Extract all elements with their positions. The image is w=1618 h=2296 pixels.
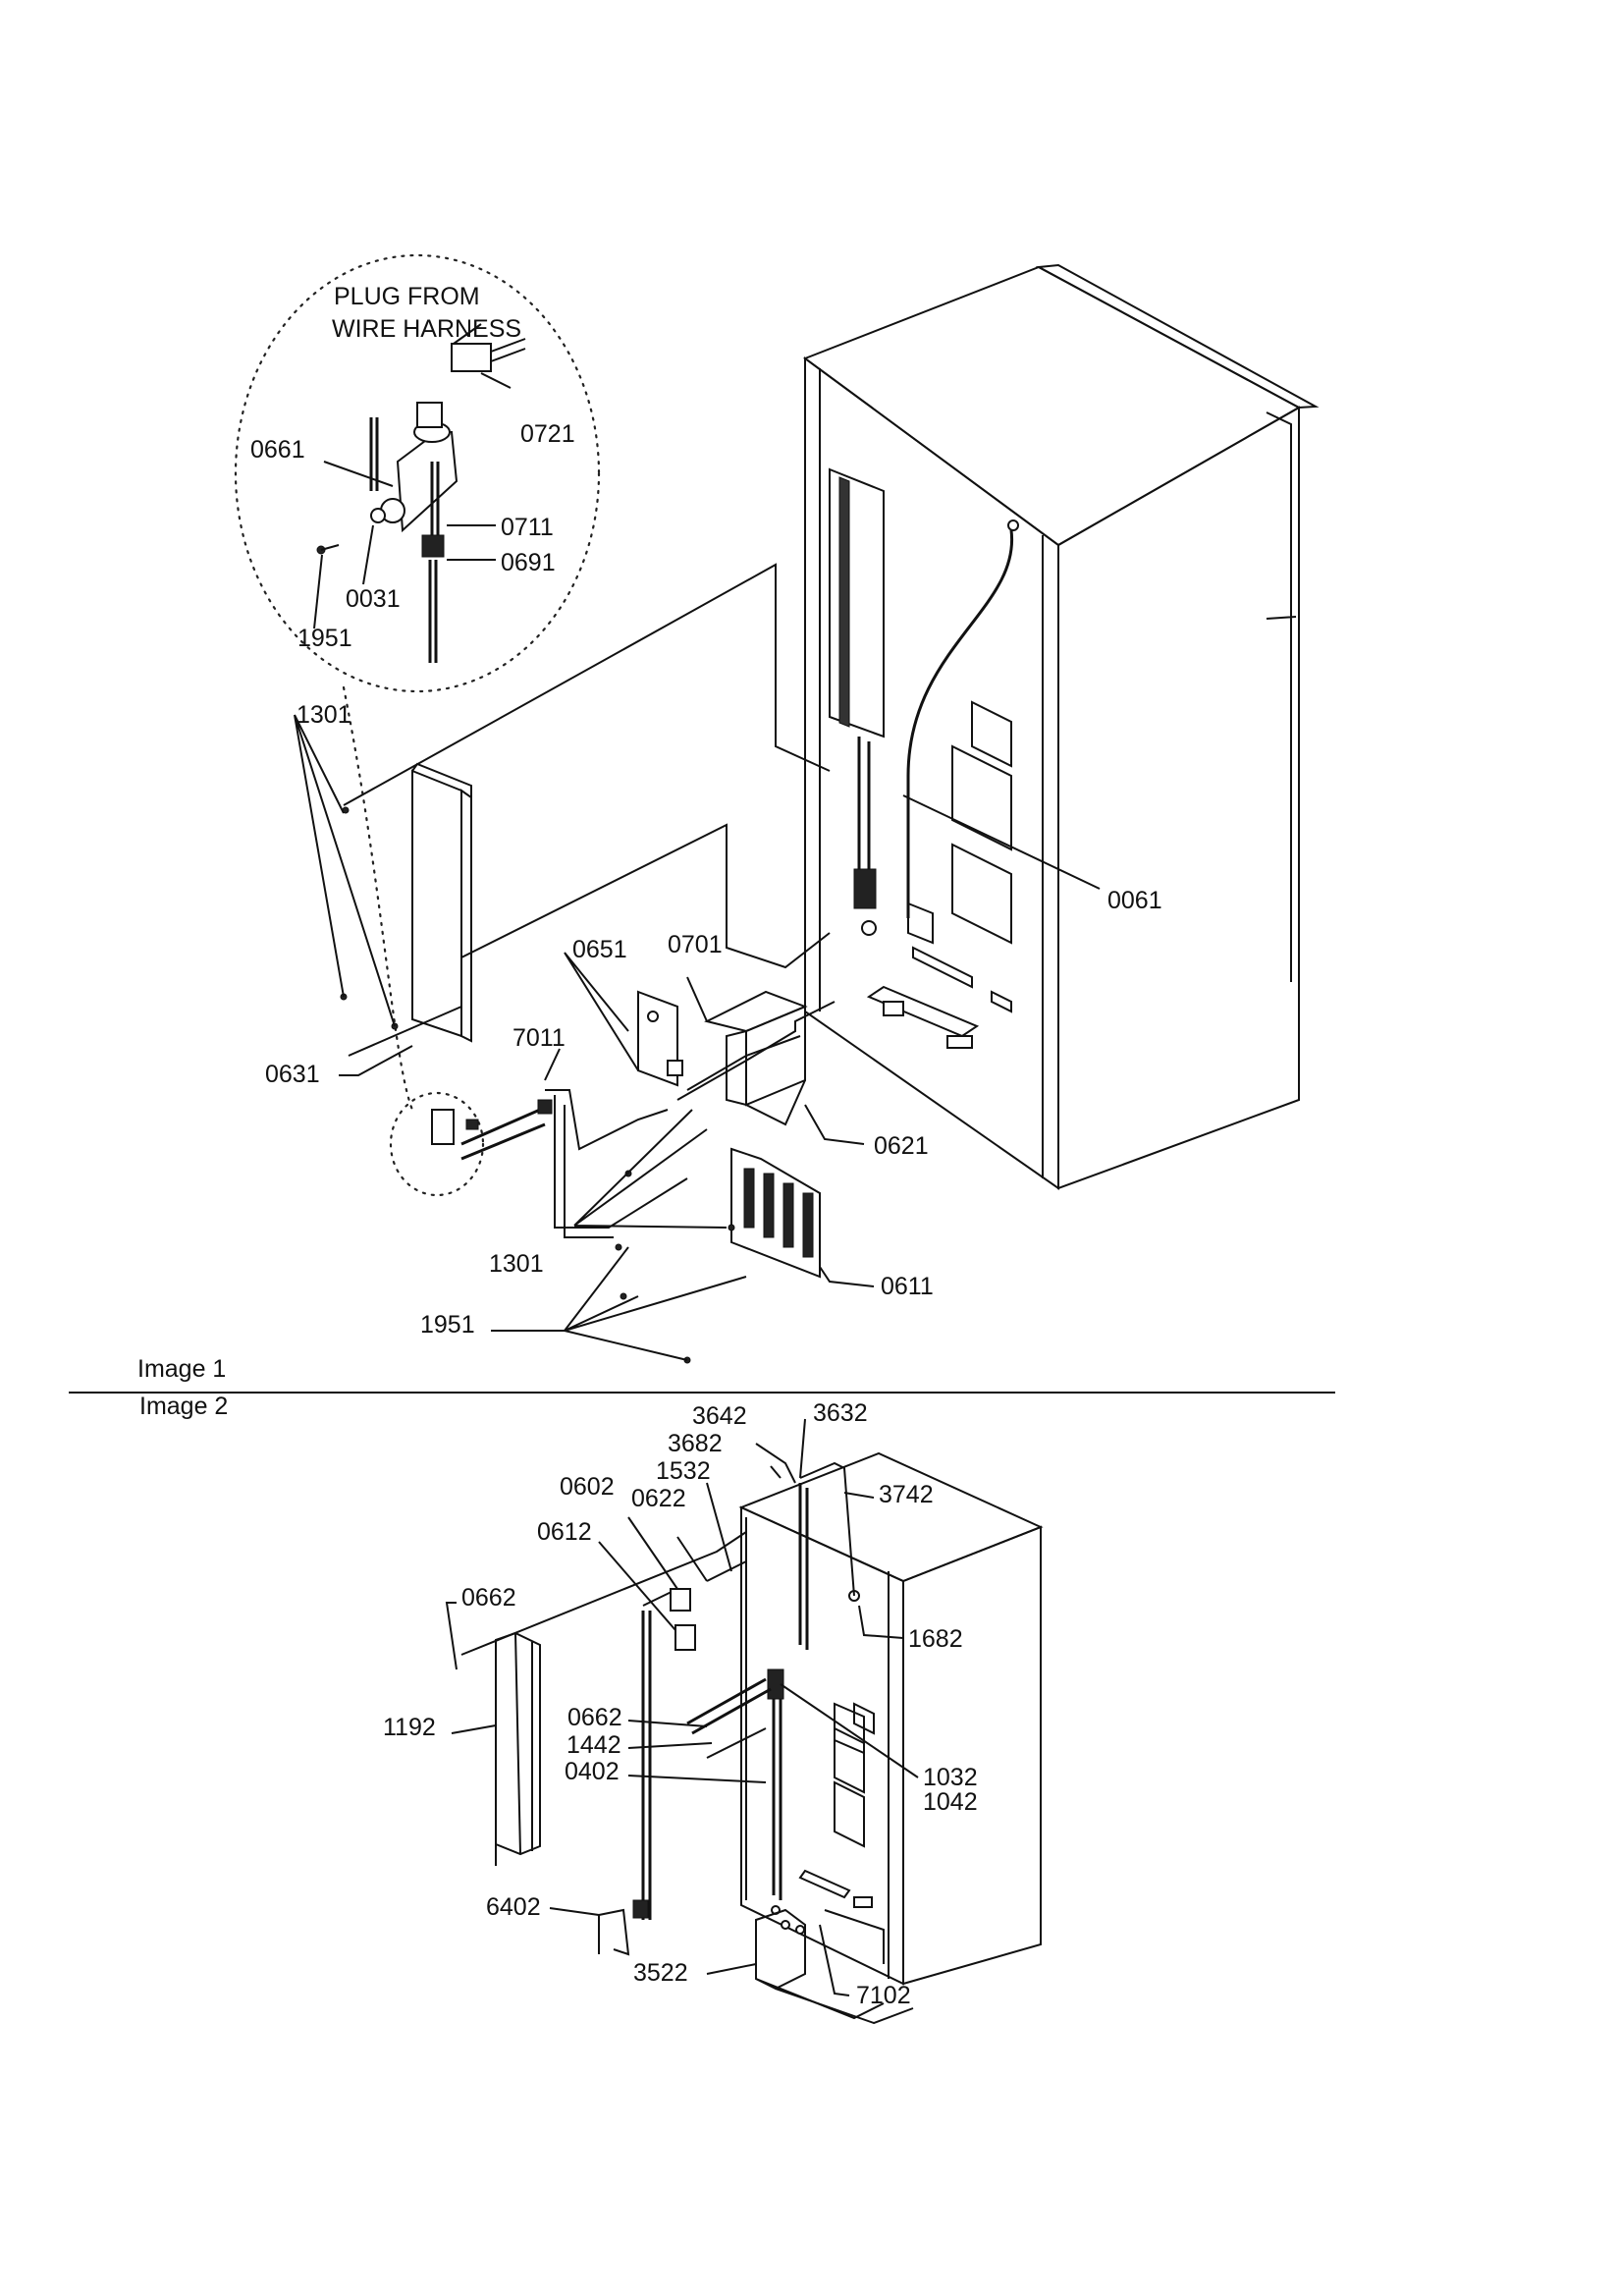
part-label-3642: 3642 — [692, 1402, 747, 1430]
part-label-3522: 3522 — [633, 1959, 688, 1987]
caption-image-2: Image 2 — [139, 1393, 228, 1420]
part-label-1301-top: 1301 — [297, 701, 351, 729]
captions: Image 1 Image 2 — [137, 1355, 228, 1420]
callout-line-2: WIRE HARNESS — [332, 315, 521, 343]
part-label-1301-bottom: 1301 — [489, 1250, 544, 1278]
part-label-0621: 0621 — [874, 1132, 929, 1160]
part-label-1532: 1532 — [656, 1457, 711, 1485]
cover-0621 — [637, 990, 808, 1126]
part-label-0611: 0611 — [881, 1273, 934, 1300]
part-label-7102: 7102 — [856, 1982, 911, 2009]
part-label-0691: 0691 — [501, 549, 556, 576]
part-label-1032: 1032 — [923, 1764, 978, 1791]
part-label-0602: 0602 — [560, 1473, 615, 1501]
part-label-0612: 0612 — [537, 1518, 592, 1546]
part-label-0701: 0701 — [668, 931, 723, 958]
valve-detail — [316, 323, 526, 663]
part-label-1951-bottom: 1951 — [420, 1311, 475, 1339]
part-label-0061: 0061 — [1107, 887, 1162, 914]
part-label-3632: 3632 — [813, 1399, 868, 1427]
water-valve-assembly — [389, 1001, 836, 1238]
part-label-0661: 0661 — [250, 436, 305, 464]
part-label-3682: 3682 — [668, 1430, 723, 1457]
water-line-0402 — [641, 1611, 652, 1920]
image-2-labels: 3642 3632 3682 1532 3742 0602 0622 0612 … — [383, 1399, 978, 2009]
refrigerator-cabinet — [802, 263, 1320, 1190]
panel-0631 — [411, 762, 472, 1043]
part-label-1682: 1682 — [908, 1625, 963, 1653]
part-label-3742: 3742 — [879, 1481, 934, 1508]
cover-3522 — [755, 1908, 914, 2025]
image-2-drawing — [445, 1418, 1044, 2025]
part-label-7011: 7011 — [512, 1024, 566, 1052]
part-label-1042: 1042 — [923, 1788, 978, 1816]
part-label-1442: 1442 — [566, 1731, 621, 1759]
part-label-1951-top: 1951 — [297, 625, 352, 652]
grille-0611 — [730, 1147, 821, 1279]
refrigerator-cabinet-2 — [738, 1451, 1044, 1986]
part-label-6402: 6402 — [486, 1893, 541, 1921]
part-label-0662-b: 0662 — [567, 1704, 622, 1731]
callout-text: PLUG FROM WIRE HARNESS — [332, 283, 521, 343]
part-label-0031: 0031 — [346, 585, 401, 613]
callout-line-1: PLUG FROM — [334, 283, 480, 310]
panel-1192 — [495, 1631, 541, 1866]
part-label-0651: 0651 — [572, 936, 627, 963]
caption-image-1: Image 1 — [137, 1355, 226, 1383]
part-label-0721: 0721 — [520, 420, 575, 448]
image-1-drawing — [234, 253, 1320, 1364]
detail-callout-ellipse — [234, 253, 601, 693]
part-label-1192: 1192 — [383, 1714, 436, 1741]
part-label-0662-a: 0662 — [461, 1584, 516, 1612]
leader-lines-image-2 — [445, 1418, 919, 1996]
part-label-0622: 0622 — [631, 1485, 686, 1512]
part-label-0711: 0711 — [501, 514, 554, 541]
part-label-0631: 0631 — [265, 1061, 320, 1088]
part-label-0402: 0402 — [565, 1758, 620, 1785]
leader-lines-image-1 — [294, 372, 1101, 1361]
image-1-labels: 0721 0661 0711 0691 0031 1951 1301 0061 … — [250, 420, 1162, 1339]
